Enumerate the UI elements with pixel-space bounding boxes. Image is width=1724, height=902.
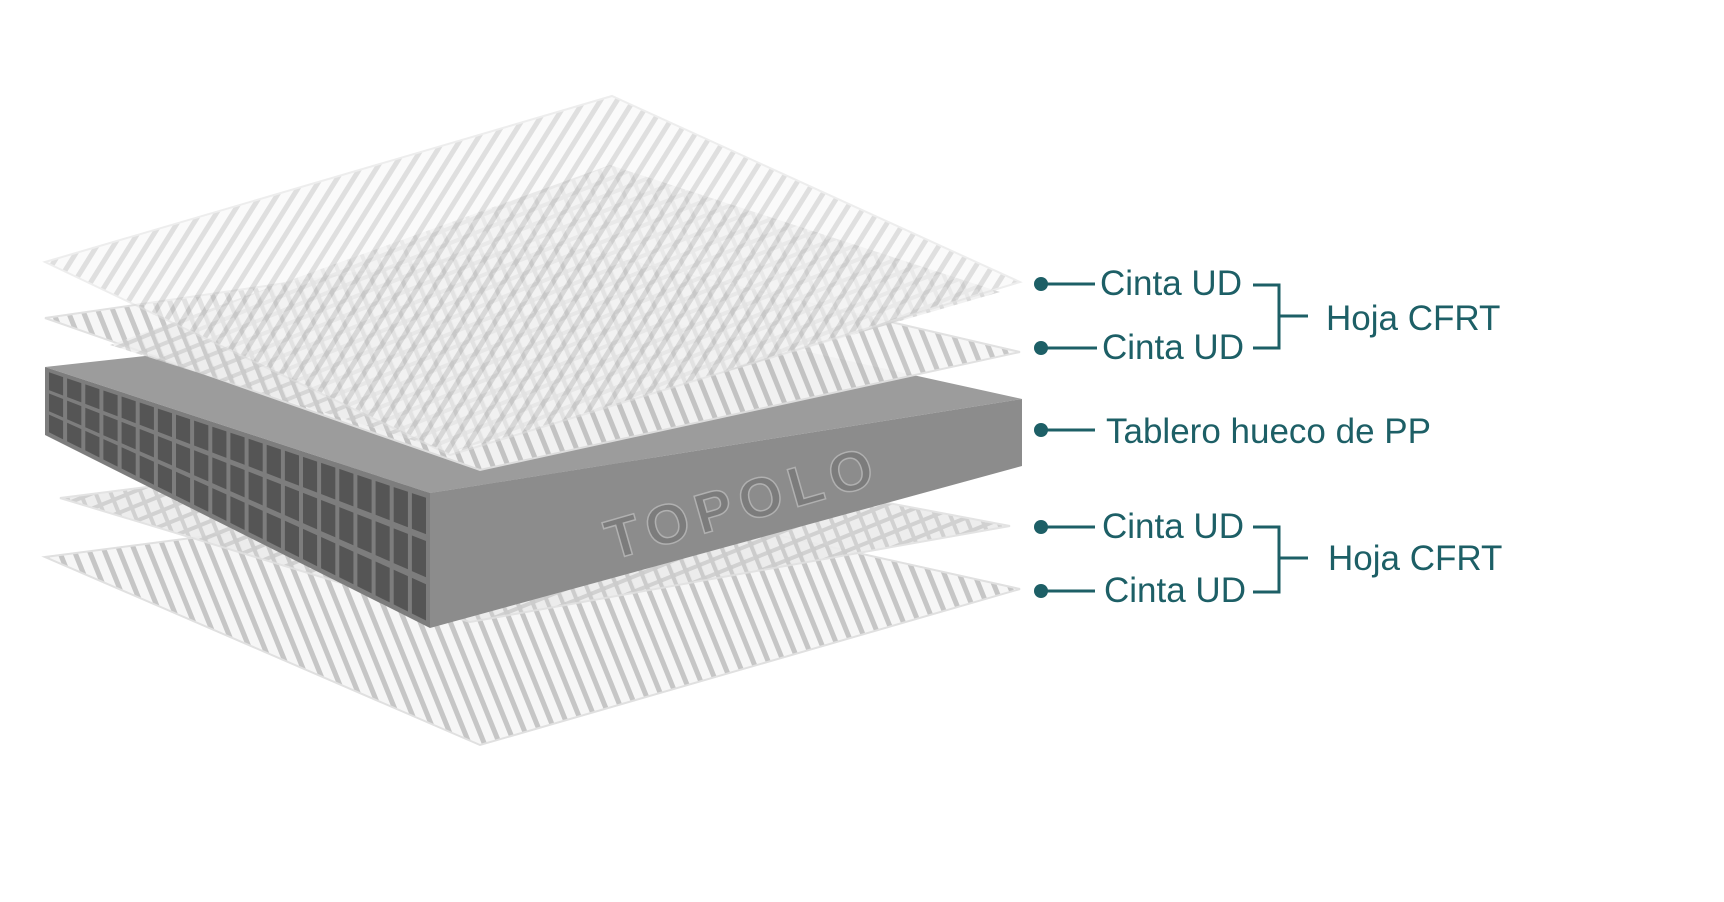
board-cell [157,408,172,438]
board-cell [266,512,281,549]
board-cell [248,471,263,506]
label-group-top: Hoja CFRT [1326,299,1500,338]
board-cell [139,429,154,458]
board-cell [67,400,82,426]
board-cell [230,432,245,465]
board-cell [230,464,245,498]
board-cell [67,422,82,449]
board-cell [194,450,209,482]
board-cell [357,553,372,594]
board-cell [411,577,426,621]
board-cell [284,520,299,558]
board-cell [212,488,227,521]
board-cell [103,439,118,467]
board-cell [375,481,390,521]
board-cell [393,487,408,528]
board-cell [157,436,172,466]
board-cell [266,444,281,479]
board-cell [266,478,281,514]
board-cell [139,402,154,431]
board-cell [157,463,172,494]
board-cell [303,456,318,493]
board-cell [85,407,100,434]
board-cell [139,455,154,485]
board-cell [248,438,263,472]
label-group-bottom: Hoja CFRT [1328,539,1502,578]
board-cell [339,468,354,507]
board-cell [212,426,227,458]
label-layer-2: Cinta UD [1102,328,1244,367]
board-cell [284,485,299,522]
board-cell [176,414,191,444]
board-cell [49,393,64,418]
board-cell [321,500,336,538]
board-cell [393,528,408,570]
board-cells [49,372,426,621]
board-cell [176,443,191,474]
board-cell [411,493,426,535]
label-core: Tablero hueco de PP [1106,412,1431,451]
board-cell [85,430,100,458]
board-cell [393,569,408,612]
board-cell [303,528,318,567]
label-layer-4: Cinta UD [1104,571,1246,610]
bracket-top [1253,283,1308,350]
board-cell [121,447,136,476]
board-cell [321,537,336,576]
board-cell [176,471,191,503]
board-cell [49,414,64,440]
board-cell [121,396,136,424]
board-cell [194,420,209,451]
board-cell [339,507,354,546]
board-cell [411,535,426,578]
board-cell [375,521,390,562]
callouts: Cinta UD Cinta UD Hoja CFRT Tablero huec… [1034,264,1502,610]
bracket-bottom [1253,525,1308,594]
board-cell [49,372,64,396]
board-front-face [430,399,1022,628]
board-cell [357,514,372,554]
board-cell [248,504,263,539]
label-layer-1: Cinta UD [1100,264,1242,303]
board-cell [230,496,245,530]
board-cell [357,475,372,514]
sheet-layer-1 [42,94,1023,457]
board-cell [339,545,354,585]
board-cell [284,450,299,486]
board-cell [212,457,227,490]
board-cell [103,414,118,442]
board-cell [375,561,390,603]
label-layer-3: Cinta UD [1102,507,1244,546]
board-cell [85,384,100,410]
board-cell [321,462,336,500]
board-cell [303,492,318,530]
board-cell [103,390,118,417]
board-cell [67,378,82,403]
board-cell [121,421,136,450]
board-cell [194,479,209,512]
